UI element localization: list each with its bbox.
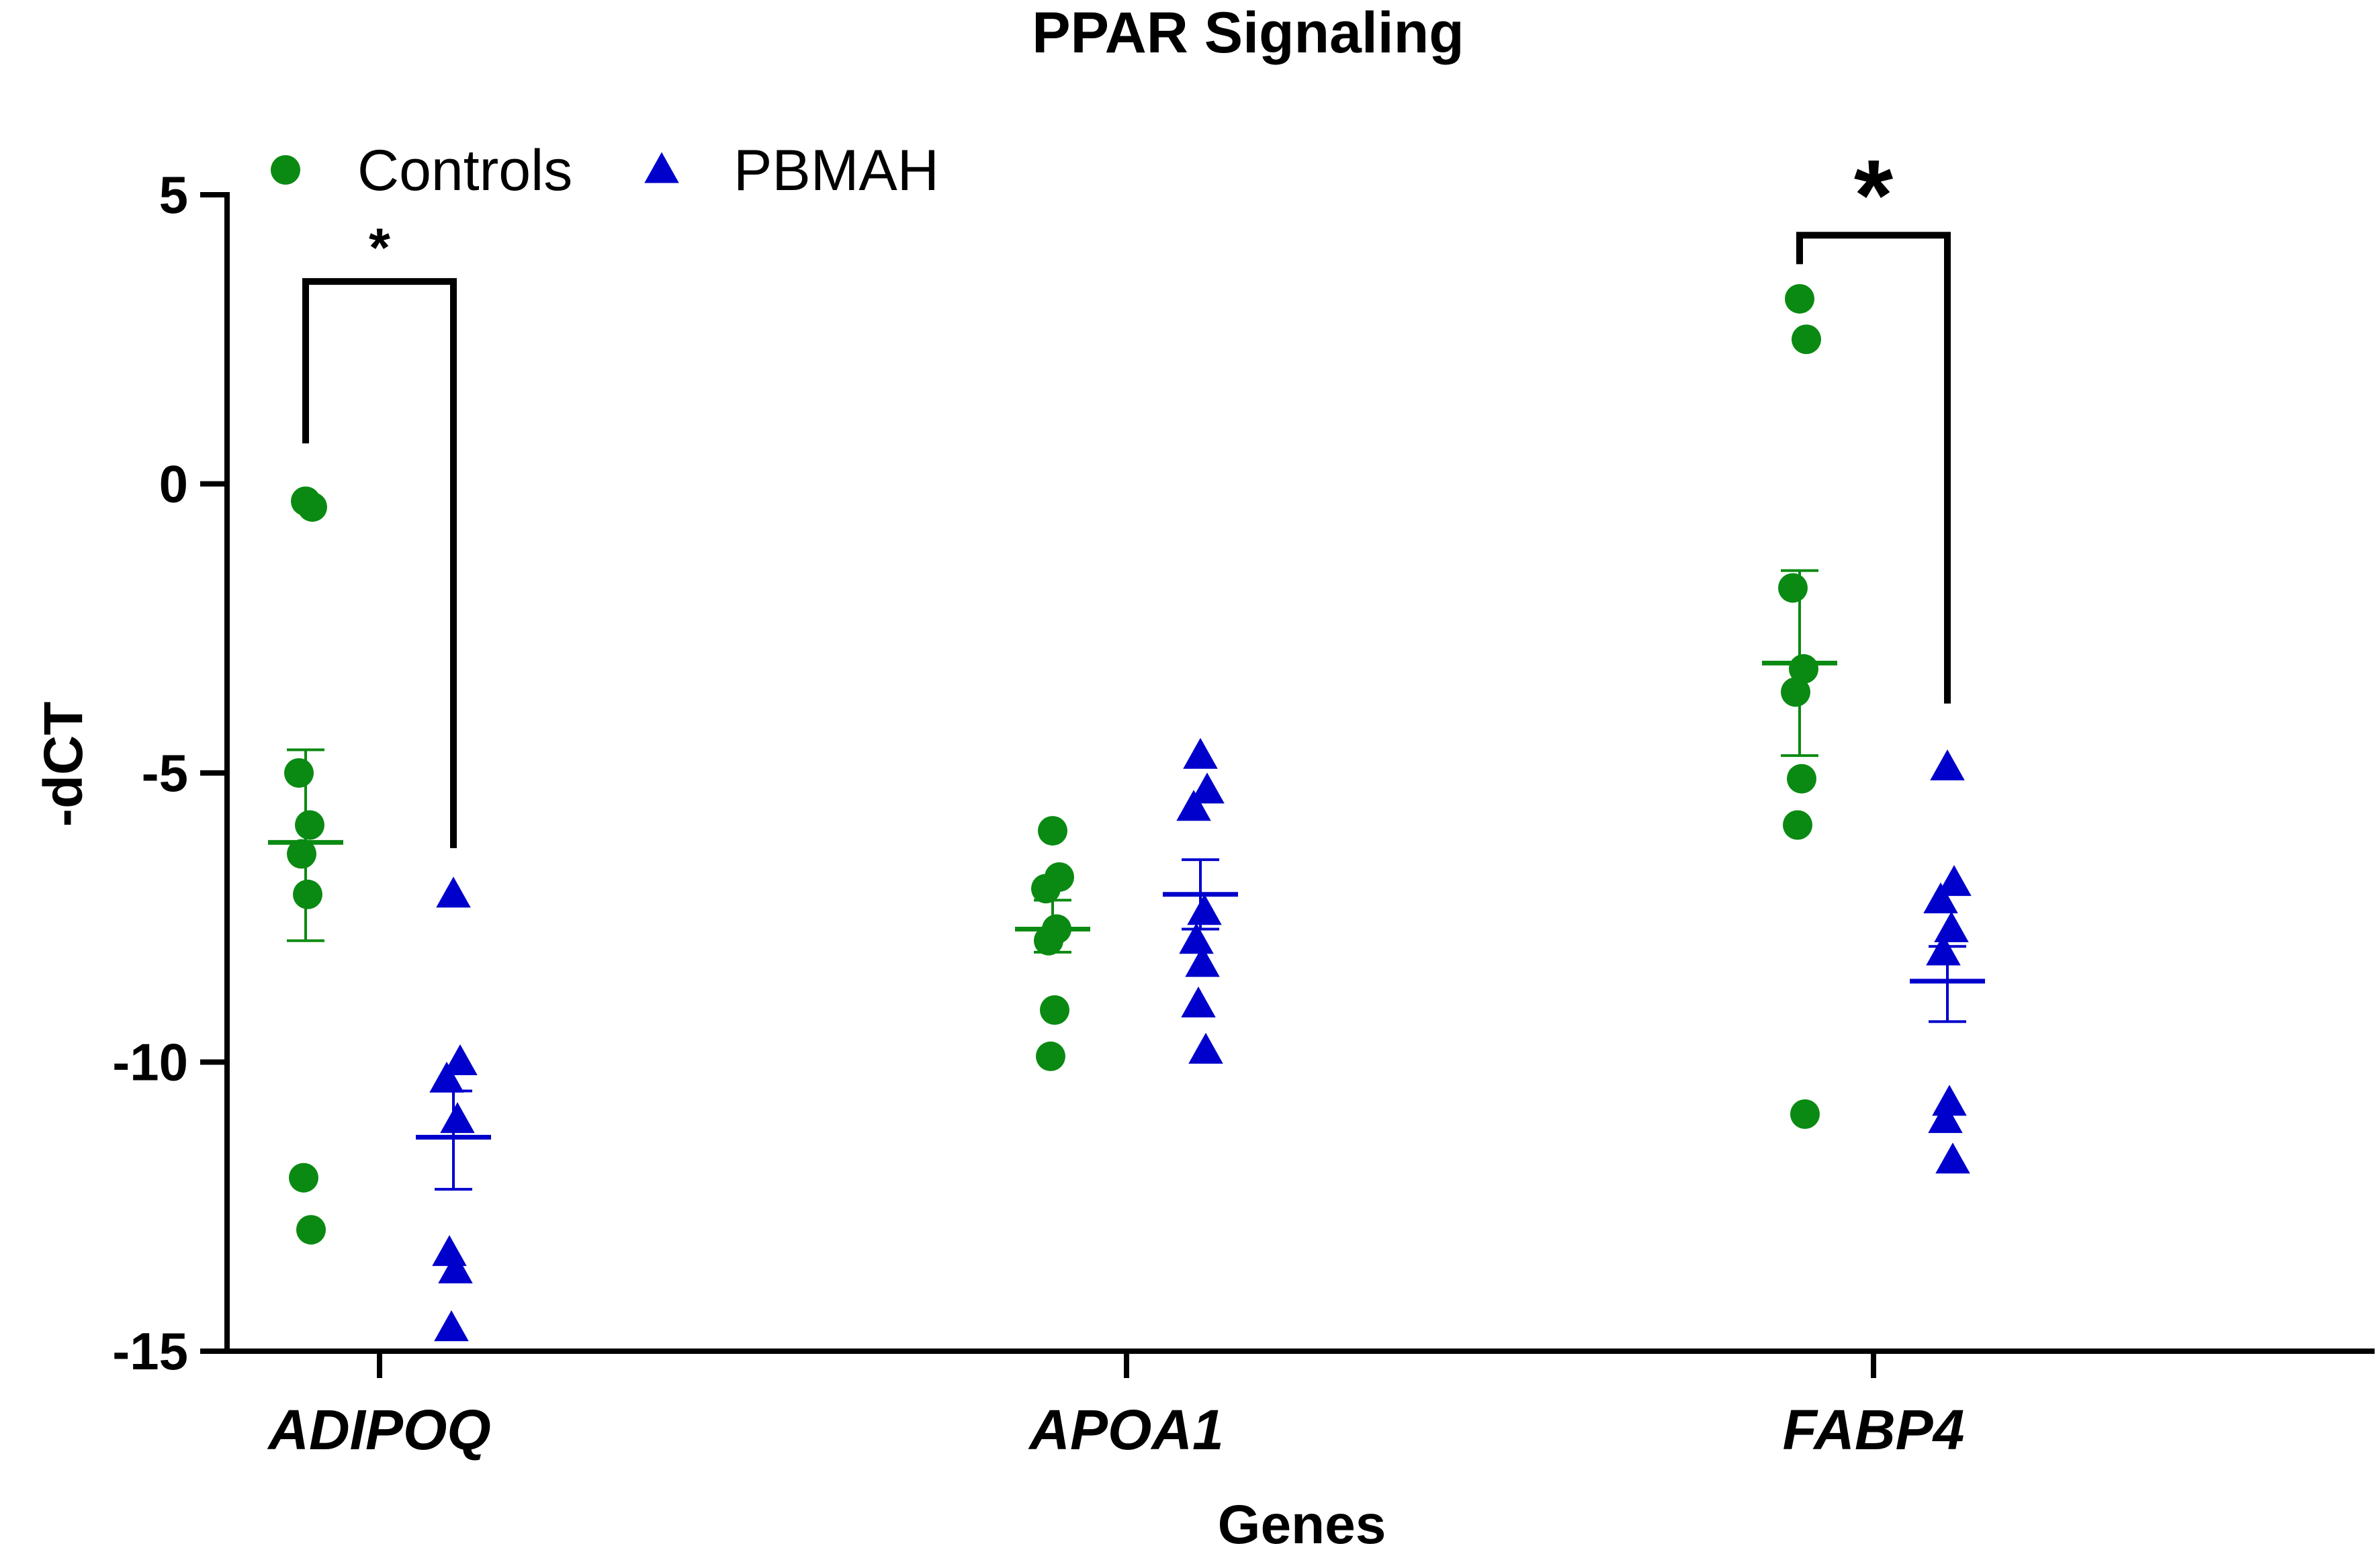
data-point xyxy=(429,1061,464,1093)
data-point xyxy=(434,1310,469,1342)
y-tick-label: 5 xyxy=(159,165,188,224)
significance-star: * xyxy=(1854,138,1894,251)
x-tick-label: FABP4 xyxy=(1783,1398,1965,1461)
data-points xyxy=(284,283,1972,1342)
chart-title: PPAR Signaling xyxy=(1032,1,1464,65)
data-point xyxy=(1781,677,1810,707)
data-point xyxy=(1187,894,1222,925)
data-point xyxy=(1031,874,1061,904)
data-point xyxy=(1181,986,1216,1017)
data-point xyxy=(1928,1102,1963,1134)
significance-bracket xyxy=(302,278,457,848)
legend-marker xyxy=(271,155,300,185)
data-point xyxy=(1036,1041,1065,1071)
data-point xyxy=(1785,283,1814,314)
mean-sem-bars xyxy=(268,569,1985,1191)
y-tick-label: 0 xyxy=(159,455,188,514)
data-point xyxy=(1179,923,1214,954)
data-point xyxy=(1183,737,1218,769)
data-point xyxy=(1926,934,1961,966)
data-point xyxy=(1935,1142,1970,1174)
axes: 50-5-10-15ADIPOQAPOA1FABP4PCK1PLIN1PPARG xyxy=(112,165,2375,1461)
x-tick-label: APOA1 xyxy=(1028,1398,1223,1461)
data-point xyxy=(1185,946,1220,977)
data-point xyxy=(1787,764,1816,794)
data-point xyxy=(436,876,471,908)
data-point xyxy=(293,879,322,909)
data-point xyxy=(1783,810,1812,840)
data-point xyxy=(1040,995,1069,1025)
data-point xyxy=(1930,749,1965,780)
legend-label: PBMAH xyxy=(734,138,939,203)
data-point xyxy=(1937,865,1972,897)
data-point xyxy=(289,1162,318,1193)
data-point xyxy=(1176,790,1211,821)
significance-star: * xyxy=(369,218,390,279)
data-point xyxy=(1790,1099,1820,1129)
data-point xyxy=(1038,816,1067,846)
data-point xyxy=(1034,925,1063,956)
data-point xyxy=(1932,1085,1967,1116)
legend: Controls PBMAH xyxy=(271,138,939,203)
x-axis-label: Genes xyxy=(1218,1494,1386,1554)
data-point xyxy=(443,1044,478,1076)
data-point xyxy=(287,839,316,869)
y-axis-label: -dCT xyxy=(33,702,94,827)
data-point xyxy=(284,758,314,788)
legend-label: Controls xyxy=(357,138,572,203)
data-point xyxy=(1923,882,1958,913)
data-point xyxy=(440,1102,475,1134)
y-tick-label: -10 xyxy=(112,1033,188,1092)
data-point xyxy=(298,492,327,522)
significance-bracket xyxy=(1796,232,1951,704)
data-point xyxy=(296,1215,326,1245)
data-point xyxy=(1792,324,1821,355)
data-point xyxy=(432,1235,467,1267)
data-point xyxy=(1188,1032,1223,1064)
y-tick-label: -15 xyxy=(112,1322,188,1381)
y-tick-label: -5 xyxy=(142,743,188,803)
data-point xyxy=(1190,772,1225,804)
data-point xyxy=(438,1252,473,1284)
x-tick-label: ADIPOQ xyxy=(267,1398,490,1461)
legend-marker xyxy=(644,152,679,183)
significance-brackets: **** xyxy=(302,138,1951,848)
data-point xyxy=(295,810,324,840)
data-point xyxy=(1778,573,1808,603)
data-point xyxy=(1934,911,1969,943)
